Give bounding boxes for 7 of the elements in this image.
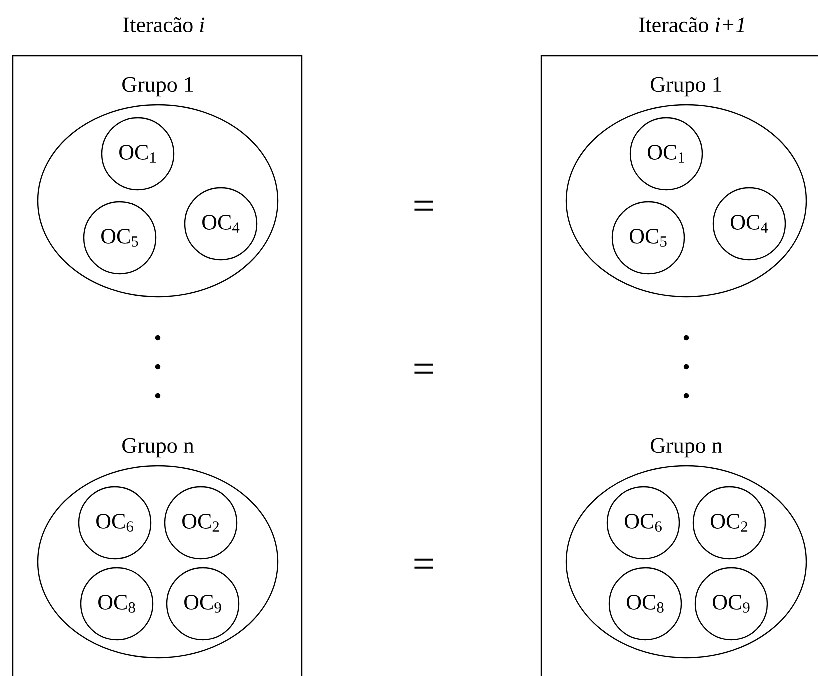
equals-sign: = — [414, 364, 434, 374]
node-label: Grupo 1 — [651, 77, 722, 97]
equals-sign: = — [414, 200, 434, 211]
node-label: Grupo n — [651, 438, 723, 458]
equals-sign: = — [414, 558, 434, 569]
node-label: Grupo n — [122, 438, 194, 458]
node-label: Grupo 1 — [122, 77, 194, 97]
